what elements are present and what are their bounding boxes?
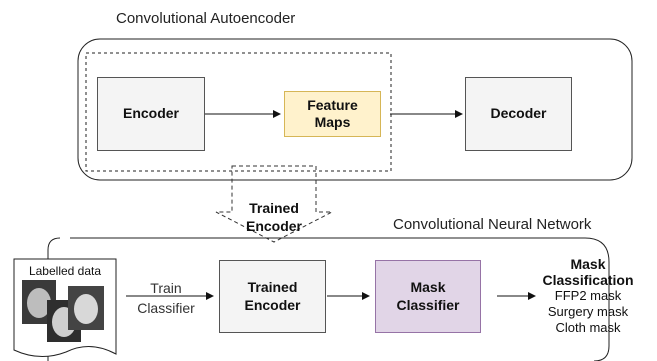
decoder-box: Decoder (465, 77, 572, 151)
train-label-line1: Train (150, 280, 182, 296)
feature-maps-label-line1: Feature (307, 96, 358, 113)
autoencoder-title: Convolutional Autoencoder (116, 10, 296, 27)
transfer-label-line2: Encoder (245, 218, 302, 234)
classification-output: Mask Classification FFP2 mask Surgery ma… (533, 256, 643, 336)
mask-classifier-label-line2: Classifier (396, 296, 460, 313)
transfer-label-line1: Trained (249, 200, 299, 216)
encoder-dashed-region (85, 52, 392, 172)
trained-encoder-box: Trained Encoder (219, 260, 326, 333)
class-ffp2: FFP2 mask (554, 288, 622, 303)
mask-classifier-label-line1: Mask (410, 279, 446, 295)
classification-title-line1: Mask (570, 256, 606, 272)
trained-encoder-label-line1: Trained (247, 279, 298, 295)
class-surgery: Surgery mask (547, 304, 629, 319)
mask-classifier-box: Mask Classifier (375, 260, 481, 333)
face-thumbnails (22, 280, 104, 342)
autoencoder-container (77, 38, 633, 181)
encoder-box: Encoder (97, 77, 205, 151)
labelled-data-label: Labelled data (28, 264, 102, 278)
train-classifier-label: Train Classifier (126, 278, 206, 318)
transfer-label: Trained Encoder (224, 199, 324, 235)
cnn-title: Convolutional Neural Network (393, 216, 592, 233)
classification-title-line2: Classification (542, 272, 634, 288)
trained-encoder-label-line2: Encoder (244, 296, 301, 313)
feature-maps-box: Feature Maps (284, 91, 381, 137)
encoder-label: Encoder (122, 105, 179, 122)
feature-maps-label-line2: Maps (314, 114, 351, 130)
class-cloth: Cloth mask (555, 320, 621, 335)
decoder-label: Decoder (490, 105, 547, 122)
cnn-container (47, 237, 610, 361)
transfer-arrow (215, 165, 333, 243)
train-label-line2: Classifier (137, 300, 195, 316)
